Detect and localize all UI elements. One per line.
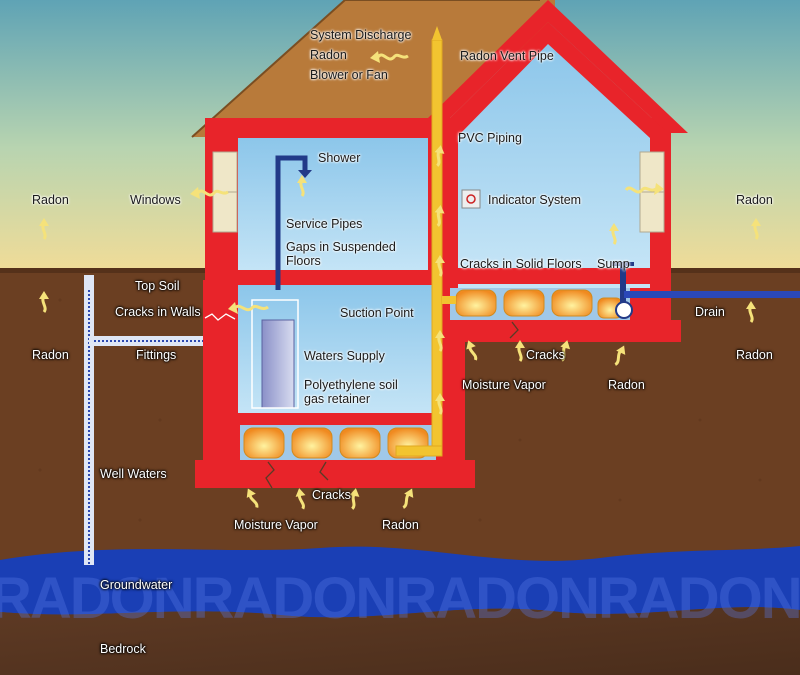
label-windows: Windows bbox=[130, 193, 181, 207]
label-radon-vent-pipe: Radon Vent Pipe bbox=[460, 49, 554, 63]
label-moisture-vapor-left: Moisture Vapor bbox=[234, 518, 318, 532]
label-service-pipes: Service Pipes bbox=[286, 217, 363, 231]
label-cracks-solid-floors: Cracks in Solid Floors bbox=[460, 257, 582, 271]
label-sump: Sump bbox=[597, 257, 630, 271]
radon-vent-pipe bbox=[431, 39, 443, 451]
label-radon-right-soil: Radon bbox=[736, 348, 773, 362]
label-system-discharge: System Discharge bbox=[310, 28, 412, 42]
sump-cap bbox=[612, 262, 634, 266]
label-gaps-suspended-floors: Gaps in Suspended Floors bbox=[286, 240, 396, 268]
groundwater-layer bbox=[0, 546, 800, 618]
groundwater-watermark: RADONRADONRADONRADON bbox=[0, 566, 800, 631]
label-radon-left-basement: Radon bbox=[382, 518, 419, 532]
label-moisture-vapor-right: Moisture Vapor bbox=[462, 378, 546, 392]
shower-head bbox=[298, 170, 312, 178]
bedrock-layer bbox=[0, 607, 800, 675]
label-polyethylene: Polyethylene soil gas retainer bbox=[304, 378, 398, 406]
service-pipe bbox=[275, 155, 308, 290]
label-radon-left-soil: Radon bbox=[32, 348, 69, 362]
label-well-waters: Well Waters bbox=[100, 467, 167, 481]
label-groundwater: Groundwater bbox=[100, 578, 173, 592]
label-radon-top: Radon bbox=[310, 48, 347, 62]
drain-pipe bbox=[624, 291, 800, 298]
lateral-arrows bbox=[196, 53, 657, 312]
label-indicator-system: Indicator System bbox=[488, 193, 582, 207]
indicator-device bbox=[461, 189, 481, 209]
label-bedrock: Bedrock bbox=[100, 642, 146, 656]
label-radon-right-sky: Radon bbox=[736, 193, 773, 207]
sump-pit bbox=[615, 301, 633, 319]
label-radon-left-sky: Radon bbox=[32, 193, 69, 207]
room-upper-right bbox=[458, 44, 650, 268]
water-tank bbox=[261, 319, 295, 409]
label-radon-right-basement: Radon bbox=[608, 378, 645, 392]
label-shower: Shower bbox=[318, 151, 361, 165]
label-waters-supply: Waters Supply bbox=[304, 349, 385, 363]
room-upper-left bbox=[238, 138, 428, 270]
label-pvc-piping: PVC Piping bbox=[458, 131, 522, 145]
label-drain: Drain bbox=[695, 305, 725, 319]
label-blower-or-fan: Blower or Fan bbox=[310, 68, 388, 82]
label-fittings: Fittings bbox=[136, 348, 177, 362]
label-cracks-left: Cracks bbox=[312, 488, 351, 502]
label-cracks-in-walls: Cracks in Walls bbox=[115, 305, 201, 319]
label-top-soil: Top Soil bbox=[135, 279, 180, 293]
label-cracks-right: Cracks bbox=[526, 348, 565, 362]
label-suction-point: Suction Point bbox=[340, 306, 414, 320]
roof bbox=[192, 0, 555, 137]
